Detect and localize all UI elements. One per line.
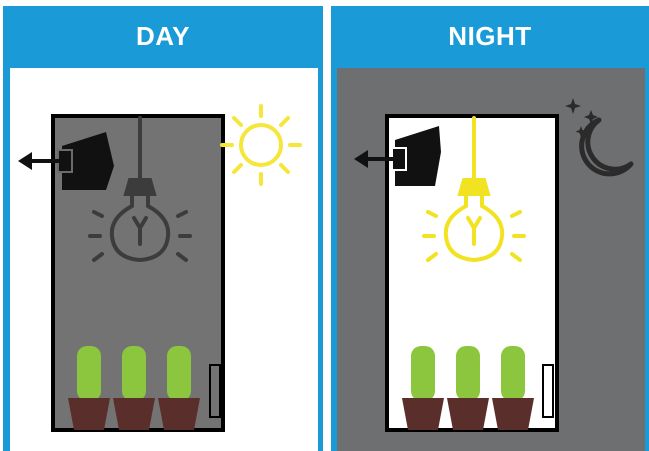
plant (77, 346, 101, 401)
plant-row (68, 346, 200, 430)
plant (456, 346, 480, 401)
night-panel: NIGHT (331, 6, 649, 451)
plant-pot (68, 398, 110, 430)
plant-pot (447, 398, 489, 430)
day-grow-tent-illustration (10, 68, 318, 451)
plant-pot (492, 398, 534, 430)
plant (167, 346, 191, 401)
moon-stars-icon (565, 98, 631, 174)
day-panel: DAY (3, 6, 323, 451)
star-icon (565, 98, 581, 114)
plant (501, 346, 525, 401)
plant (122, 346, 146, 401)
plant-pot (113, 398, 155, 430)
plant-pot (158, 398, 200, 430)
plant (411, 346, 435, 401)
day-scene (10, 68, 318, 451)
plant-row (402, 346, 534, 430)
day-panel-title: DAY (3, 6, 323, 66)
night-panel-title: NIGHT (331, 6, 649, 66)
night-grow-tent-illustration (337, 68, 645, 451)
night-scene (337, 68, 645, 451)
sun-icon (222, 106, 300, 184)
plant-pot (402, 398, 444, 430)
